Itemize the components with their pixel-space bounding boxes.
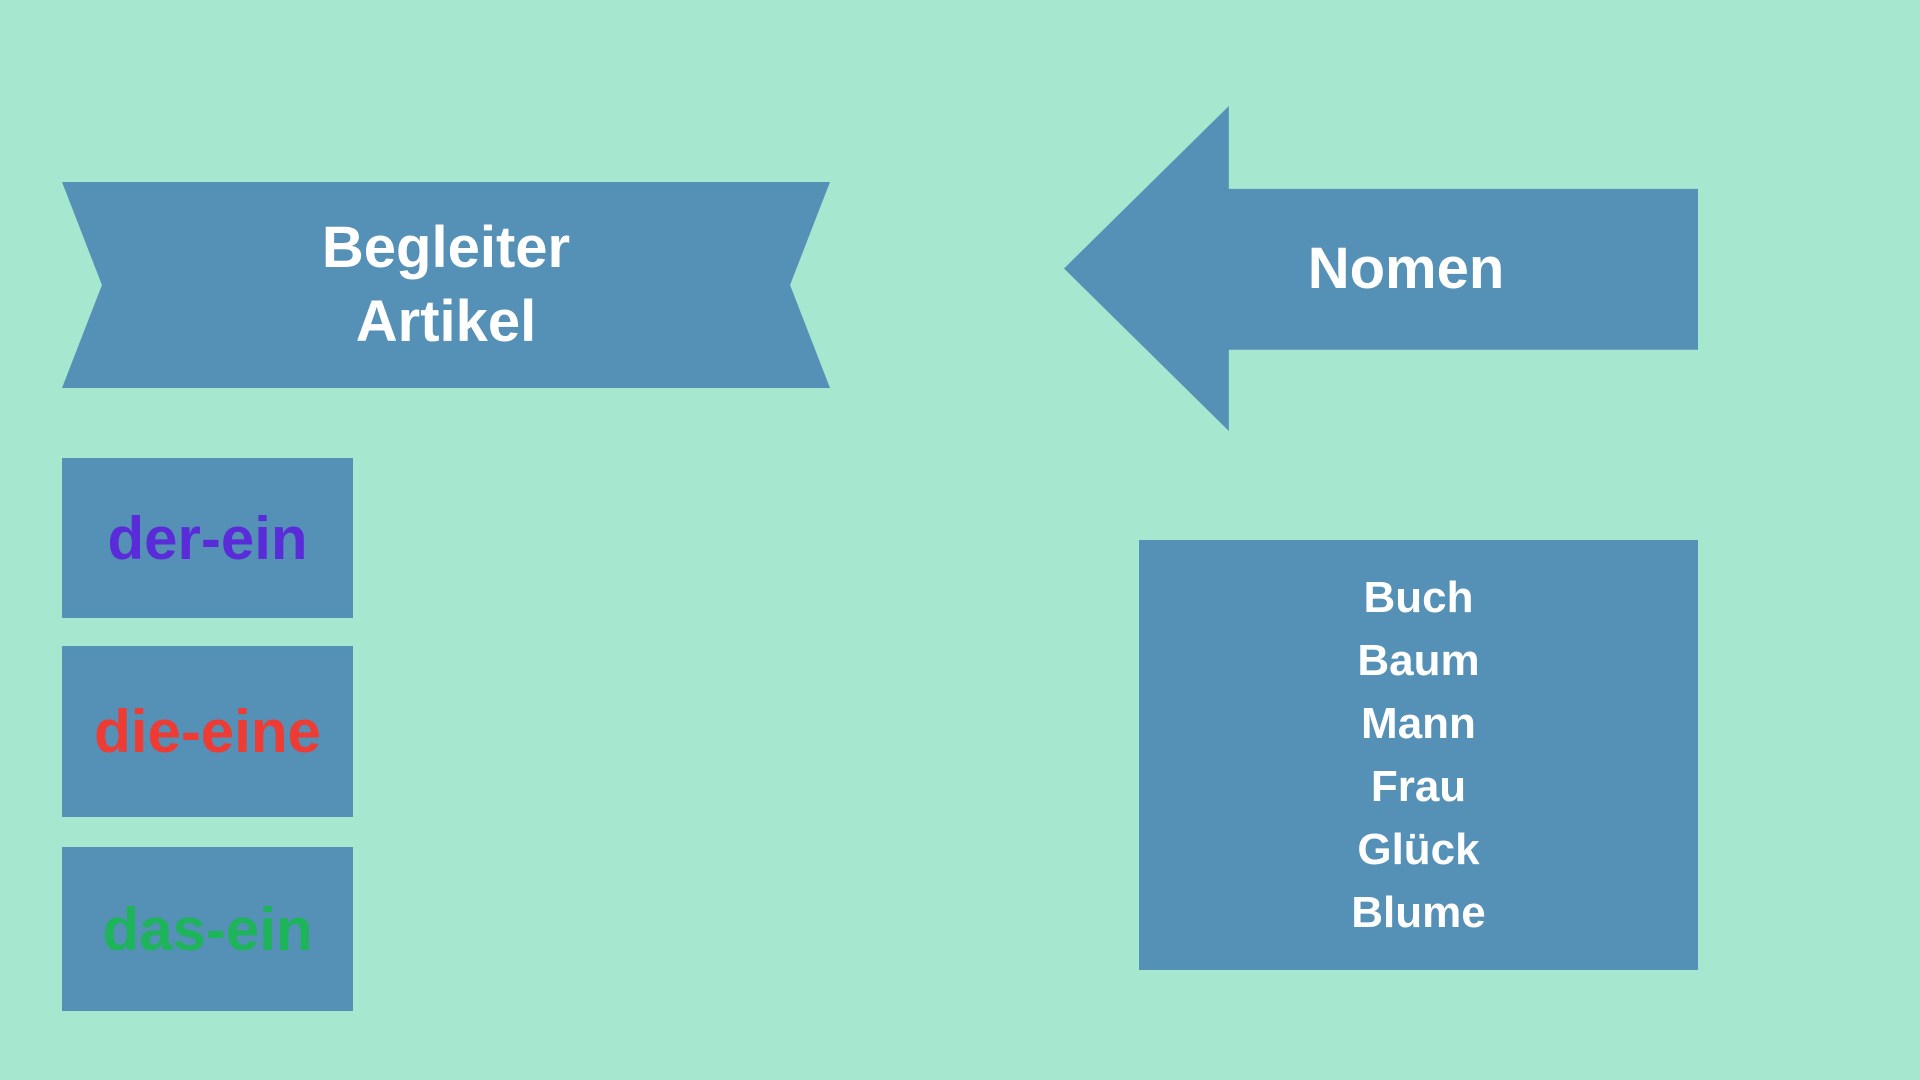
begleiter-artikel-banner: Begleiter Artikel xyxy=(62,182,830,388)
article-label-der-ein: der-ein xyxy=(107,504,308,572)
article-label-die-eine: die-eine xyxy=(94,698,321,765)
article-box-das-ein: das-ein xyxy=(62,847,353,1011)
noun-item: Blume xyxy=(1351,888,1486,937)
noun-item: Mann xyxy=(1361,699,1476,748)
noun-item: Buch xyxy=(1363,573,1474,622)
article-box-der-ein: der-ein xyxy=(62,458,353,618)
article-box-die-eine: die-eine xyxy=(62,646,353,817)
article-label-das-ein: das-ein xyxy=(102,895,313,963)
nouns-list-box: Buch Baum Mann Frau Glück Blume xyxy=(1139,540,1698,970)
noun-item: Glück xyxy=(1357,825,1480,874)
arrow-label: Nomen xyxy=(1307,236,1505,301)
noun-item: Baum xyxy=(1357,636,1480,685)
banner-line-2: Artikel xyxy=(355,289,537,354)
nomen-arrow-left-icon: Nomen xyxy=(1064,106,1698,431)
noun-item: Frau xyxy=(1370,762,1467,811)
banner-line-1: Begleiter xyxy=(321,215,571,280)
